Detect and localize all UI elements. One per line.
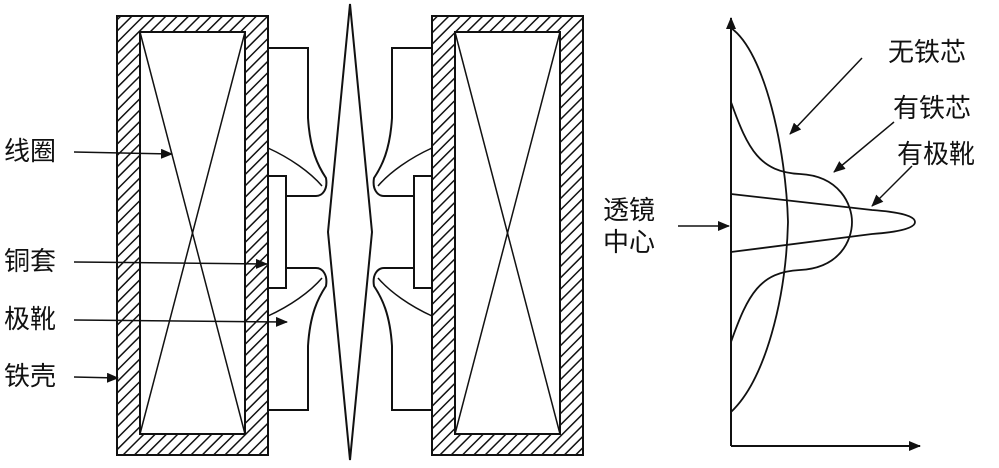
label-lens-center-line2: 中心 — [603, 228, 656, 258]
electron-beam-envelope — [326, 3, 374, 461]
label-no-iron-core: 无铁芯 — [888, 38, 967, 68]
label-lens-center-line1: 透镜 — [603, 196, 656, 226]
iron-shell-arrow — [73, 372, 119, 383]
field-distribution-graph — [678, 17, 921, 451]
label-pole-piece: 极靴 — [4, 305, 57, 335]
right-magnet — [372, 15, 584, 456]
label-with-iron-core: 有铁芯 — [893, 94, 972, 124]
with-pole-piece-arrow — [871, 165, 913, 207]
left-copper-sleeve — [267, 175, 287, 289]
pole-piece-arrow — [73, 316, 288, 327]
label-with-pole-piece: 有极靴 — [897, 140, 976, 170]
left-magnet — [116, 15, 328, 456]
curve-with-pole-piece — [730, 193, 916, 253]
label-copper-sleeve: 铜套 — [4, 247, 57, 277]
left-pole-piece — [268, 47, 328, 411]
right-pole-piece — [372, 47, 432, 411]
copper-sleeve-arrow — [73, 258, 268, 269]
right-copper-sleeve — [413, 175, 433, 289]
curve-with-iron-core — [730, 101, 853, 343]
with-iron-core-arrow — [833, 121, 895, 173]
no-iron-core-arrow — [789, 57, 863, 135]
label-iron-shell: 铁壳 — [4, 362, 57, 392]
curve-no-iron-core — [730, 27, 789, 413]
label-coil: 线圈 — [4, 137, 57, 167]
coil-arrow — [73, 148, 173, 159]
